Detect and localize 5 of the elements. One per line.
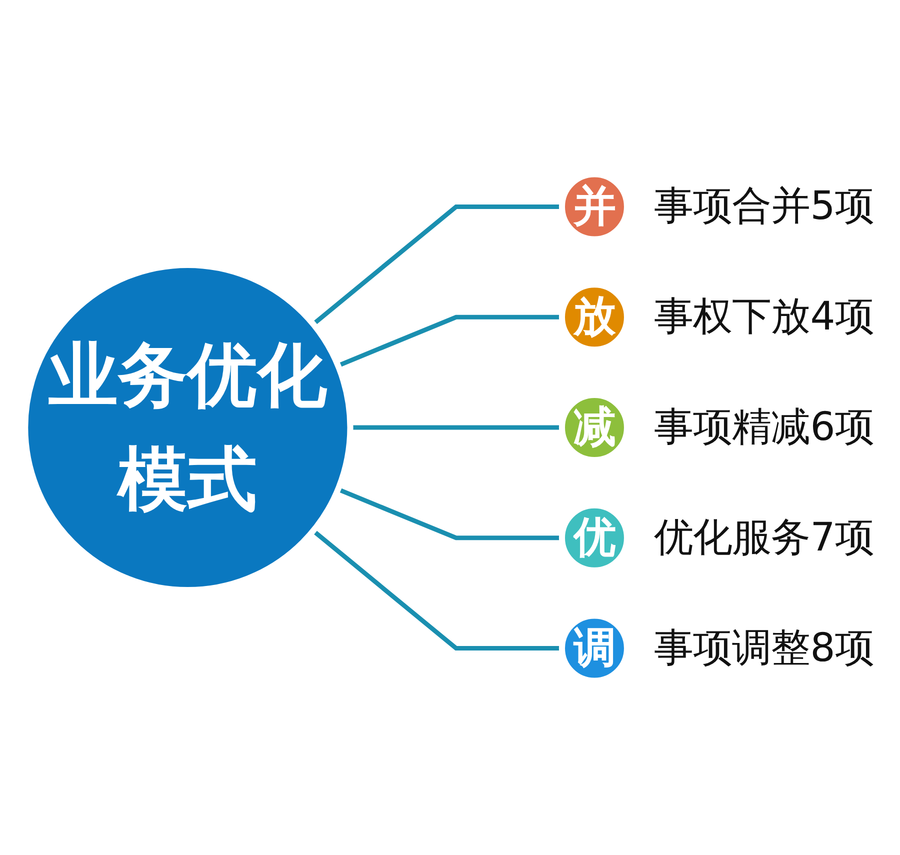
node-caption: 事项合并5项 [654,184,874,230]
node-caption: 优化服务7项 [654,515,874,560]
node-caption: 事项调整8项 [654,626,874,671]
node-caption: 事项精减6项 [654,405,874,450]
node-caption: 事权下放4项 [654,294,874,340]
